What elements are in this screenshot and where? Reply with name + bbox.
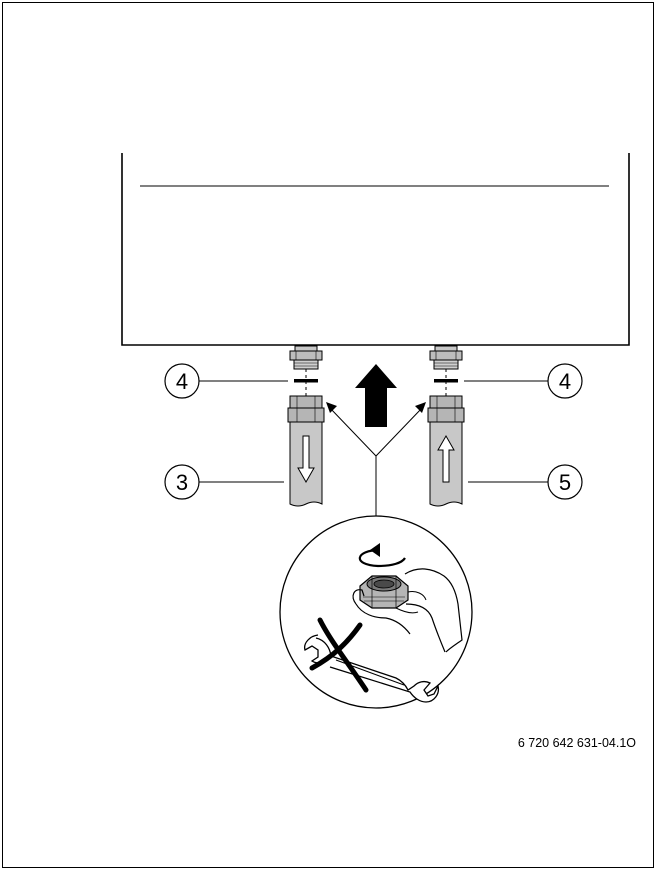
detail-pointer <box>326 402 426 516</box>
right-seal <box>434 379 458 383</box>
callout-number: 4 <box>559 369 571 394</box>
callout-flow-pipe <box>164 464 284 500</box>
bold-arrow-up-icon <box>355 364 397 427</box>
arrow-up-icon <box>437 434 455 483</box>
callout-number: 4 <box>176 369 188 394</box>
appliance-body <box>121 153 630 346</box>
crossed-wrench-icon <box>304 617 440 703</box>
callout-right-seal <box>464 363 583 399</box>
callout-left-seal <box>164 363 288 399</box>
left-connector-nipple <box>289 345 323 370</box>
callout-number: 5 <box>559 470 571 495</box>
hand-tighten-icon <box>352 543 463 653</box>
left-seal <box>294 379 318 383</box>
arrow-down-icon <box>297 435 315 484</box>
reference-code: 6 720 642 631-04.1O <box>518 736 636 750</box>
right-connector-nipple <box>429 345 463 370</box>
callout-return-pipe <box>468 464 583 500</box>
callout-number: 3 <box>176 470 188 495</box>
